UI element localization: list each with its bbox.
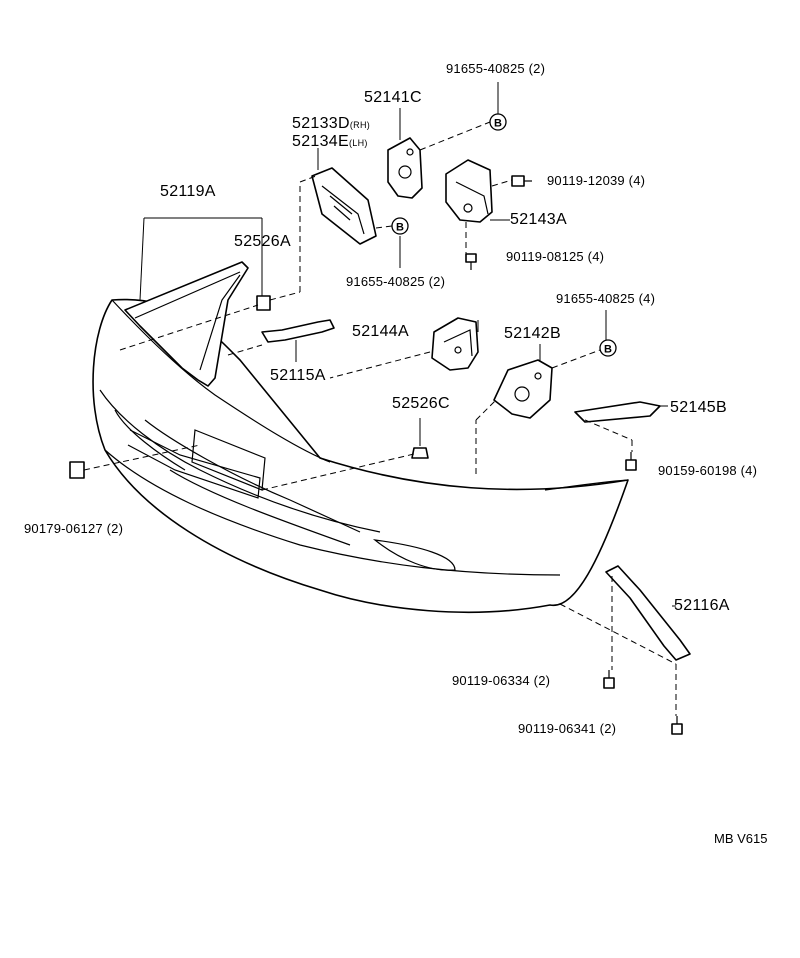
- label-90119-08125: 90119-08125 (4): [506, 249, 605, 264]
- bracket-52141C: [387, 137, 423, 199]
- stay-52116A: [605, 565, 691, 661]
- bolt-90119-08125: [465, 253, 477, 270]
- label-52526C: 52526C: [392, 395, 450, 412]
- diagram-code: MB V615: [714, 831, 768, 846]
- label-52145B: 52145B: [670, 399, 727, 416]
- alignment-dashes: [83, 121, 677, 716]
- label-90119-06341: 90119-06341 (2): [518, 721, 617, 736]
- label-52133D-num: 52133D: [292, 115, 350, 132]
- clip-52526C: [411, 447, 429, 459]
- label-90159-60198: 90159-60198 (4): [658, 463, 758, 478]
- label-91655-right: 91655-40825 (4): [556, 291, 656, 306]
- label-52119A: 52119A: [160, 183, 216, 200]
- marker-b-mid-text: B: [396, 222, 404, 234]
- strip-52145B: [574, 401, 661, 423]
- marker-b-mid: B: [391, 217, 409, 235]
- bolt-90119-06334: [603, 670, 615, 689]
- leader-lines: [139, 82, 676, 607]
- label-52133D-side: (RH): [349, 120, 371, 130]
- bracket-52143A: [445, 159, 493, 223]
- label-90119-12039: 90119-12039 (4): [547, 173, 646, 188]
- upper-retainer: [124, 261, 249, 387]
- bracket-52115A: [261, 319, 335, 343]
- label-52144A: 52144A: [352, 323, 409, 340]
- bolt-90159-60198: [625, 452, 637, 471]
- label-52116A: 52116A: [674, 597, 730, 614]
- marker-b-top: B: [489, 113, 507, 131]
- marker-b-top-text: B: [494, 118, 502, 130]
- bracket-52133D-52134E: [311, 167, 377, 245]
- label-90119-06334: 90119-06334 (2): [452, 673, 551, 688]
- label-52141C: 52141C: [364, 89, 422, 106]
- label-91655-mid: 91655-40825 (2): [346, 274, 446, 289]
- bumper-cover-52119A: [92, 298, 629, 613]
- marker-b-right: B: [599, 339, 617, 357]
- label-52134E: 52134E(LH): [292, 134, 368, 150]
- bracket-52144A: [431, 317, 479, 371]
- label-52134E-num: 52134E: [292, 133, 349, 150]
- label-52143A: 52143A: [510, 211, 567, 228]
- bracket-52142B: [493, 359, 553, 419]
- label-52526A: 52526A: [234, 233, 291, 250]
- clip-52526A: [256, 295, 271, 311]
- marker-b-right-text: B: [604, 344, 612, 356]
- label-52133D: 52133D(RH): [292, 116, 370, 132]
- label-52134E-side: (LH): [348, 138, 368, 148]
- label-90179-06127: 90179-06127 (2): [24, 521, 124, 536]
- bolt-90119-12039: [511, 175, 532, 187]
- label-52142B: 52142B: [504, 325, 561, 342]
- clip-90179-06127: [69, 461, 85, 479]
- label-91655-top: 91655-40825 (2): [446, 61, 546, 76]
- label-52115A: 52115A: [270, 367, 326, 384]
- bolt-90119-06341: [671, 716, 683, 735]
